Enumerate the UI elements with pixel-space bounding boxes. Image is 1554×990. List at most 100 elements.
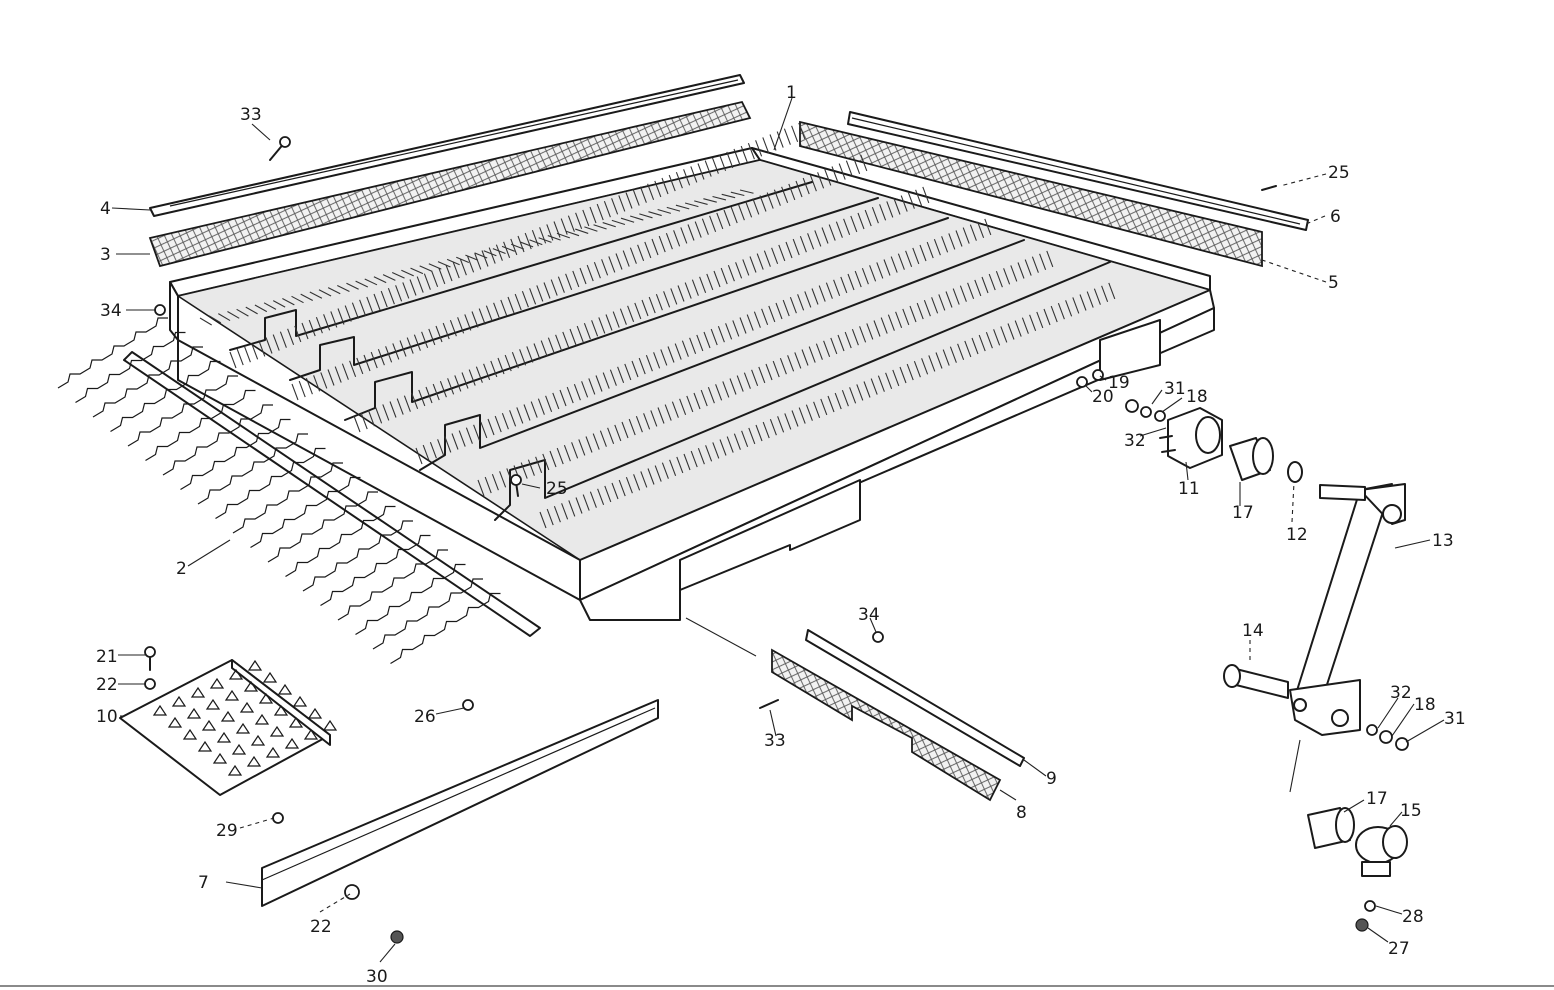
slat-mark	[477, 479, 485, 497]
label-34-upper: 34	[100, 301, 122, 321]
label-18-lower: 18	[1414, 695, 1436, 715]
slat-mark	[667, 346, 675, 363]
slat-mark	[723, 209, 731, 227]
plate-hole	[250, 734, 266, 746]
slat-mark	[415, 447, 423, 465]
slat-mark	[474, 253, 482, 270]
slat-mark	[633, 474, 641, 491]
slat-mark	[497, 357, 505, 375]
slat-mark	[762, 137, 770, 154]
slat-mark	[820, 398, 828, 416]
slat-mark	[959, 285, 967, 302]
slat-mark	[759, 195, 767, 212]
slat-mark	[272, 334, 280, 351]
slat-mark	[725, 323, 733, 340]
slat-mark	[308, 319, 316, 337]
slat-mark	[392, 343, 400, 360]
slat-mark	[845, 160, 853, 177]
slat-mark	[984, 218, 992, 236]
slat-mark	[719, 154, 727, 171]
slat-mark	[552, 392, 560, 410]
slat-mark	[818, 285, 826, 302]
plate-hole	[247, 659, 263, 671]
slat-mark	[955, 230, 963, 247]
slat-mark	[438, 267, 446, 285]
slat-mark	[988, 273, 996, 291]
slat-mark	[684, 282, 692, 299]
slat-mark	[452, 261, 460, 279]
label-9: 9	[1046, 769, 1057, 789]
slat-mark	[651, 238, 659, 256]
slat-mark	[782, 299, 790, 317]
slat-mark	[360, 412, 368, 430]
slat-mark	[654, 180, 662, 198]
slat-mark	[704, 160, 712, 177]
slat-mark	[589, 206, 597, 224]
slat-mark	[484, 476, 492, 494]
slat-mark	[337, 308, 345, 325]
slat-mark	[841, 390, 849, 407]
slat-mark	[1093, 288, 1101, 305]
slat-mark	[364, 278, 378, 286]
slat-mark	[421, 331, 429, 348]
slat-mark	[825, 282, 833, 299]
part-4-angle-strip	[149, 74, 745, 217]
slat-mark	[778, 244, 786, 262]
finger-zigzag	[75, 331, 186, 404]
slat-mark	[582, 494, 590, 511]
slat-mark	[691, 279, 699, 296]
label-6: 6	[1330, 207, 1341, 227]
slat-mark	[565, 230, 580, 237]
slat-mark	[380, 290, 388, 308]
label-1: 1	[786, 83, 797, 103]
slat-mark	[730, 206, 738, 224]
slat-mark	[717, 326, 725, 343]
slat-mark	[563, 445, 571, 462]
slat-mark	[710, 328, 718, 346]
part-12-washer	[1287, 461, 1303, 483]
plate-hole	[228, 668, 244, 680]
slat-mark	[300, 293, 313, 301]
slat-mark	[648, 296, 656, 314]
slat-mark	[537, 398, 545, 415]
slat-mark	[775, 302, 783, 320]
slat-mark	[794, 352, 802, 369]
label-12: 12	[1286, 525, 1308, 545]
slat-mark	[473, 424, 481, 441]
slat-mark	[410, 267, 424, 275]
label-31-lower: 31	[1444, 709, 1466, 729]
slat-mark	[856, 384, 864, 401]
slat-mark	[346, 282, 359, 290]
slat-mark	[418, 389, 426, 407]
slat-mark	[977, 221, 985, 238]
label-17-upper: 17	[1232, 503, 1254, 523]
slat-mark	[495, 244, 503, 261]
slat-mark	[1007, 323, 1015, 340]
slat-mark	[640, 471, 648, 488]
part-2-finger-comb	[57, 317, 541, 665]
slat-mark	[243, 346, 251, 363]
slat-mark	[931, 297, 939, 314]
slat-mark	[327, 287, 341, 295]
slat-mark	[650, 410, 658, 427]
finger-zigzag	[320, 534, 431, 607]
slat-mark	[669, 459, 677, 476]
slat-mark	[396, 398, 404, 415]
slat-mark	[838, 163, 846, 180]
slat-mark	[258, 340, 266, 357]
slat-mark	[753, 311, 761, 328]
slat-mark	[305, 378, 313, 395]
slat-mark	[661, 177, 669, 195]
slat-mark	[804, 291, 812, 308]
slat-mark	[265, 337, 273, 354]
slat-mark	[722, 381, 730, 398]
slat-mark	[494, 415, 502, 433]
label-5: 5	[1328, 273, 1339, 293]
slat-mark	[485, 305, 493, 322]
slat-mark	[399, 340, 407, 357]
slat-mark	[625, 192, 633, 209]
slat-mark	[403, 395, 411, 412]
slat-mark	[1101, 285, 1109, 302]
slat-mark	[586, 264, 594, 282]
part-17-bushing-lower	[1307, 807, 1355, 849]
